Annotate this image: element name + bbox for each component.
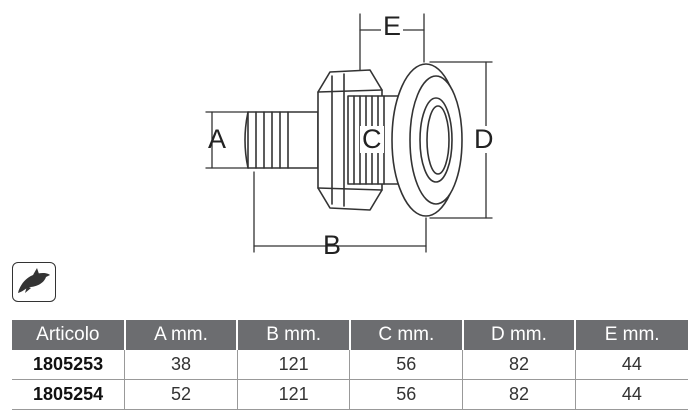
column-header-d: D mm. <box>462 320 577 350</box>
dimension-label-d: D <box>472 124 496 154</box>
dimension-lines <box>205 13 493 253</box>
cell-d: 82 <box>462 350 576 380</box>
spec-table: Articolo A mm. B mm. C mm. D mm. E mm. 1… <box>12 320 688 410</box>
dimension-label-b: B <box>323 230 342 260</box>
cell-e: 44 <box>575 379 688 410</box>
column-header-b: B mm. <box>237 320 351 350</box>
dimension-label-a: A <box>208 124 227 154</box>
cell-e: 44 <box>575 350 688 380</box>
column-header-a: A mm. <box>124 320 239 350</box>
table-row: 1805253 38 121 56 82 44 <box>12 350 688 380</box>
flange <box>391 63 463 217</box>
thru-hull-diagram <box>205 13 493 253</box>
cell-b: 121 <box>237 350 351 380</box>
cell-c: 56 <box>349 350 464 380</box>
cell-a: 38 <box>124 350 238 380</box>
article-code: 1805253 <box>12 350 126 380</box>
cell-a: 52 <box>124 379 238 410</box>
column-header-e: E mm. <box>575 320 688 350</box>
cell-d: 82 <box>462 379 576 410</box>
hose-tail <box>244 111 319 169</box>
cell-b: 121 <box>237 379 351 410</box>
dimension-label-c: C <box>360 124 384 154</box>
article-code: 1805254 <box>12 379 126 410</box>
table-row: 1805254 52 121 56 82 44 <box>12 379 688 410</box>
table-header-row: Articolo A mm. B mm. C mm. D mm. E mm. <box>12 320 688 350</box>
dimension-label-e: E <box>381 11 404 41</box>
column-header-c: C mm. <box>349 320 464 350</box>
column-header-articolo: Articolo <box>12 320 126 350</box>
dolphin-icon <box>12 262 56 302</box>
cell-c: 56 <box>349 379 464 410</box>
